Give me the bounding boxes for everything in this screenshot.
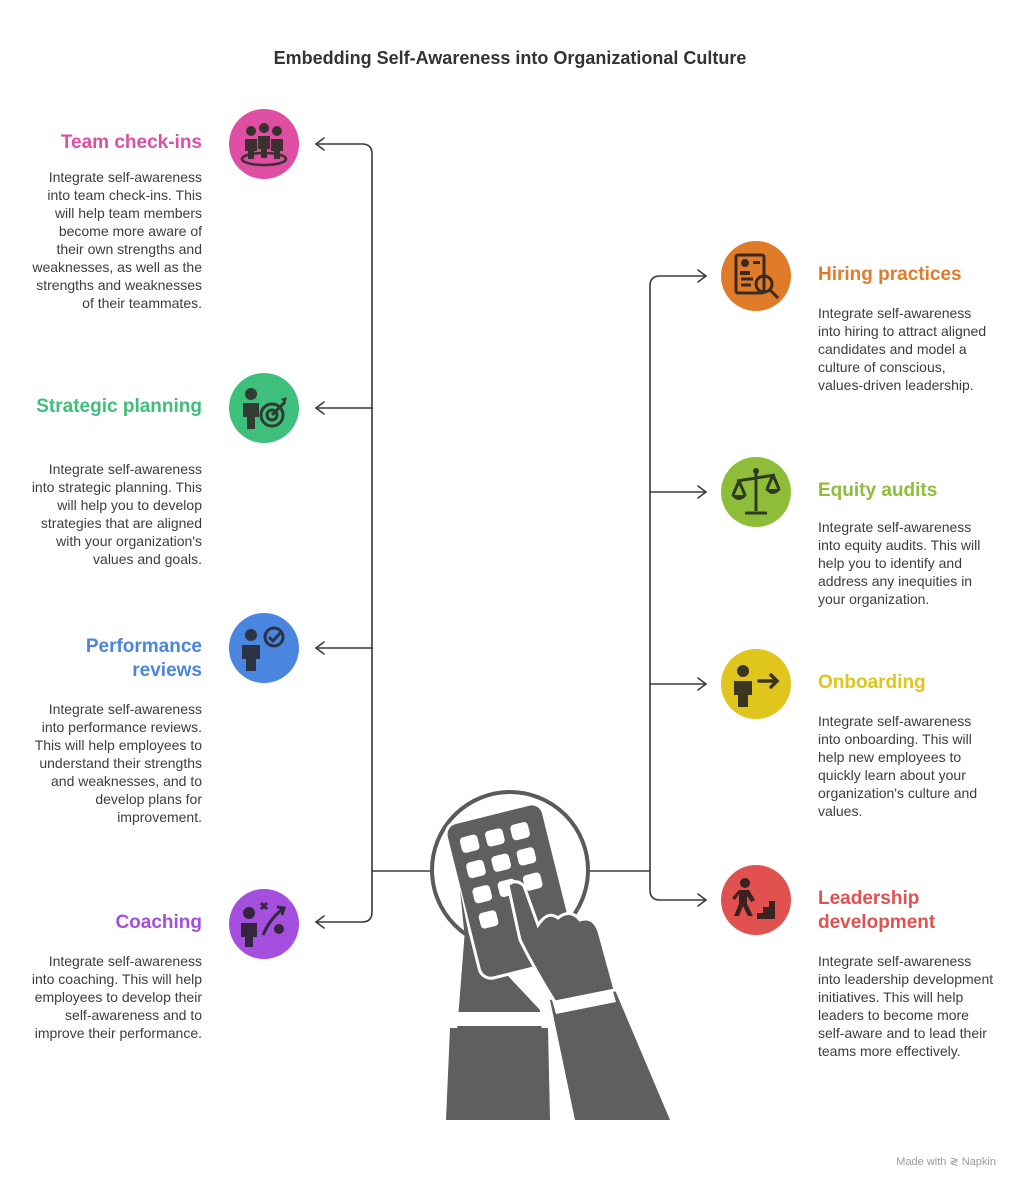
desc-leadership-development: Integrate self-awareness into leadership… [818,953,994,1059]
person-check-icon [229,613,299,683]
desc-coaching: Integrate self-awareness into coaching. … [31,953,202,1041]
heading-leadership-development: Leadership development [818,888,936,933]
left-trunk-line [315,143,373,923]
right-trunk-line [649,275,707,901]
diagram-title: Embedding Self-Awareness into Organizati… [273,48,747,68]
target-person-icon [229,373,299,443]
desc-equity-audits: Integrate self-awareness into equity aud… [818,519,981,607]
desc-strategic-planning: Integrate self-awareness into strategic … [31,461,202,567]
heading-onboarding: Onboarding [818,672,926,693]
heading-equity-audits: Equity audits [818,480,938,501]
scales-icon [721,457,791,527]
coach-strategy-icon [229,889,299,959]
climbing-stairs-icon [721,865,791,935]
team-icon [229,109,299,179]
resume-search-icon [721,241,791,311]
desc-performance-reviews: Integrate self-awareness into performanc… [34,701,202,825]
desc-onboarding: Integrate self-awareness into onboarding… [818,713,978,819]
hand-tablet-illustration [430,790,670,1120]
heading-hiring-practices: Hiring practices [818,264,962,285]
desc-team-check-ins: Integrate self-awareness into team check… [32,169,202,311]
heading-coaching: Coaching [115,912,202,933]
person-arrow-icon [721,649,791,719]
heading-team-check-ins: Team check-ins [60,132,202,153]
heading-performance-reviews: Performance reviews [85,636,202,681]
napkin-watermark: Made with ≷ Napkin [896,1156,996,1168]
heading-strategic-planning: Strategic planning [36,396,202,417]
desc-hiring-practices: Integrate self-awareness into hiring to … [818,305,987,393]
